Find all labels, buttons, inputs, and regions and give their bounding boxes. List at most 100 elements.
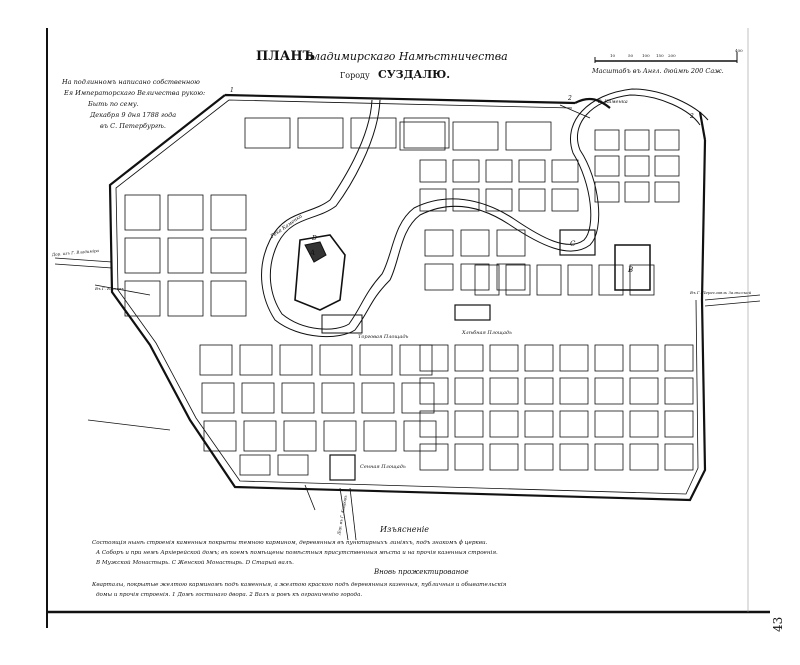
city-block — [559, 410, 589, 438]
city-block — [594, 377, 624, 405]
city-block — [460, 229, 490, 257]
town-rampart — [108, 93, 707, 502]
svg-text:Ея Императорскаго Величества р: Ея Императорскаго Величества рукою: — [63, 89, 205, 97]
city-block — [321, 382, 355, 414]
city-block — [594, 443, 624, 471]
city-block — [201, 382, 235, 414]
svg-text:Быть по сему.: Быть по сему. — [87, 100, 139, 108]
city-block — [505, 121, 552, 151]
map-frame — [46, 28, 770, 628]
city-block — [403, 117, 450, 149]
svg-text:10: 10 — [610, 53, 616, 58]
number-2b: 2 — [689, 113, 694, 120]
letter-b: B — [627, 266, 633, 274]
city-block — [167, 194, 204, 231]
city-block — [524, 344, 554, 372]
city-block — [496, 263, 526, 291]
city-block — [350, 117, 397, 149]
city-block — [624, 129, 650, 151]
city-block — [664, 443, 694, 471]
city-block — [199, 344, 233, 376]
city-block — [559, 377, 589, 405]
letter-c: C — [570, 240, 576, 248]
svg-text:50: 50 — [628, 53, 634, 58]
city-block — [567, 264, 593, 296]
city-block — [399, 344, 433, 376]
city-block — [452, 188, 480, 212]
city-block — [629, 344, 659, 372]
letter-d: D — [311, 235, 317, 242]
approval-note: На подлинномъ написано собственною Ея Им… — [61, 78, 205, 130]
city-block — [319, 344, 353, 376]
city-block — [524, 443, 554, 471]
city-block — [485, 159, 513, 183]
svg-text:въ С. Петербургѣ.: въ С. Петербургѣ. — [100, 122, 166, 130]
city-block — [454, 344, 484, 372]
legend-heading: Изъясненіе — [379, 525, 429, 534]
city-block — [210, 237, 247, 274]
city-block — [629, 264, 655, 296]
city-block — [244, 117, 291, 149]
city-block — [624, 155, 650, 177]
svg-text:200: 200 — [668, 53, 676, 58]
number-1: 1 — [230, 87, 234, 94]
page-number: 43 — [771, 617, 785, 632]
city-block — [524, 410, 554, 438]
svg-text:A Соборъ и при немъ Архіерейск: A Соборъ и при немъ Архіерейской домъ; в… — [95, 549, 498, 556]
city-block — [419, 443, 449, 471]
title-plan: ПЛАНЪ — [256, 49, 315, 64]
city-block — [524, 377, 554, 405]
city-block — [452, 159, 480, 183]
svg-text:На подлинномъ написано собстве: На подлинномъ написано собственною — [61, 78, 200, 86]
city-block — [239, 344, 273, 376]
city-block — [489, 410, 519, 438]
city-block — [629, 443, 659, 471]
city-block — [654, 181, 680, 203]
city-block — [399, 121, 446, 151]
city-block — [454, 377, 484, 405]
kremlin — [294, 229, 651, 481]
svg-text:100: 100 — [642, 53, 650, 58]
city-block — [551, 159, 579, 183]
legend-subheading: Вновь прожектированое — [373, 568, 469, 576]
city-block — [474, 264, 500, 296]
city-block — [489, 377, 519, 405]
city-block — [281, 382, 315, 414]
city-block — [505, 264, 531, 296]
city-block — [424, 263, 454, 291]
title-name: Владимирскаго Намѣстничества — [304, 50, 508, 63]
svg-text:400: 400 — [735, 48, 743, 53]
city-block — [594, 410, 624, 438]
label-road-vladimir: Дор. изъ Г. Владиміра — [51, 248, 100, 257]
city-block — [419, 159, 447, 183]
title-city: СУЗДАЛЮ. — [378, 68, 450, 81]
city-block — [363, 420, 397, 452]
city-block — [664, 344, 694, 372]
city-block — [654, 155, 680, 177]
city-block — [277, 454, 309, 476]
city-block — [243, 420, 277, 452]
city-block — [419, 188, 447, 212]
label-sennaya: Сенная Площадь — [360, 464, 406, 470]
label-river-top: Р. Каменка — [597, 99, 628, 105]
city-block — [629, 377, 659, 405]
city-block — [419, 377, 449, 405]
city-block — [283, 420, 317, 452]
city-block — [203, 420, 237, 452]
city-block — [452, 121, 499, 151]
city-block — [124, 280, 161, 317]
roads — [54, 104, 761, 541]
city-block — [167, 237, 204, 274]
city-block — [241, 382, 275, 414]
city-block — [551, 188, 579, 212]
city-block — [485, 188, 513, 212]
city-block — [239, 454, 271, 476]
city-block — [594, 155, 620, 177]
city-block — [518, 188, 546, 212]
svg-text:Состоящія нынѣ строенія каменн: Состоящія нынѣ строенія каменныя покрыты… — [92, 540, 488, 546]
city-block — [559, 344, 589, 372]
city-block — [359, 344, 393, 376]
city-block — [664, 377, 694, 405]
city-block — [536, 264, 562, 296]
